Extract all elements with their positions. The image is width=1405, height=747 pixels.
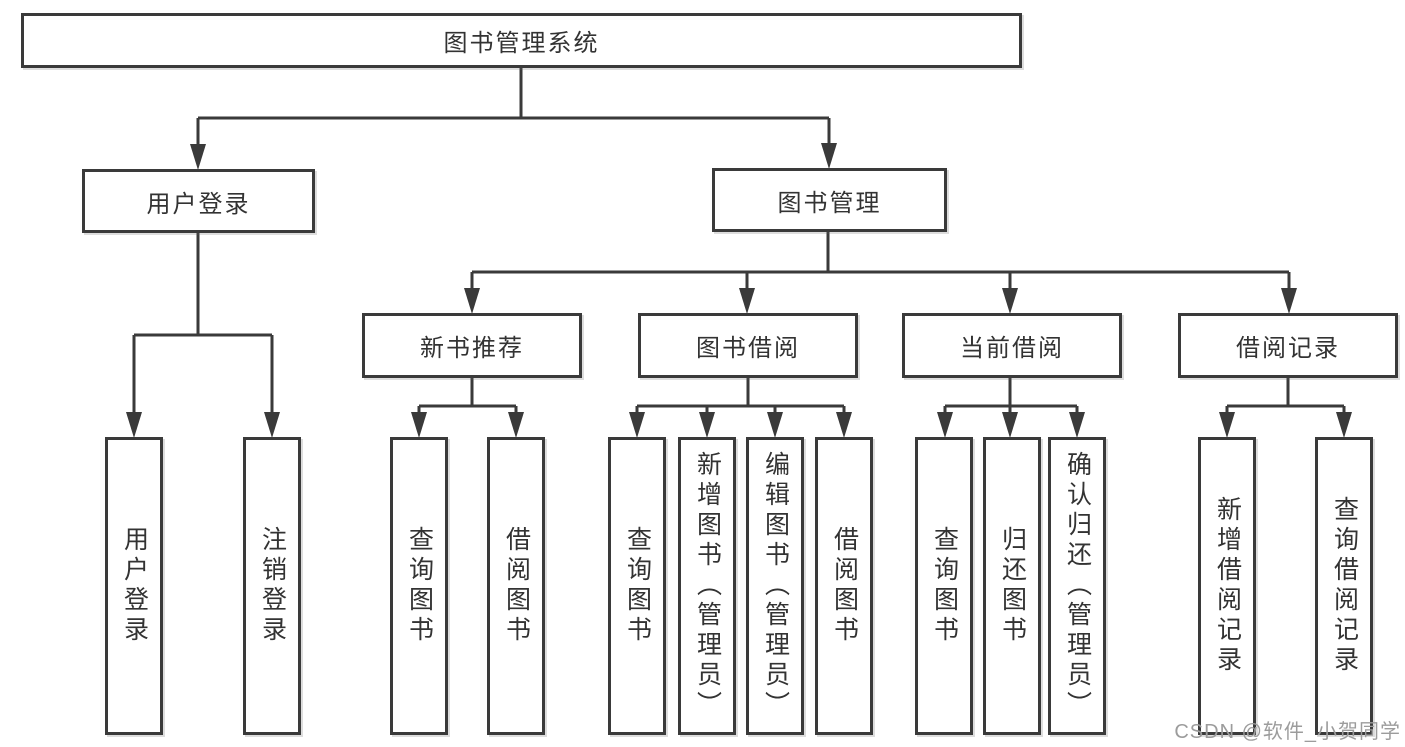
arrowhead-down-icon <box>629 412 645 438</box>
leaf-edit-book-admin: 编辑图书（管理员） <box>746 437 804 735</box>
connector-borrow-records-leaves <box>1219 378 1352 438</box>
leaf-add-borrow-record: 新增借阅记录 <box>1198 437 1256 735</box>
leaf-query-books-recommend-label: 查询图书 <box>405 526 434 646</box>
connector-line <box>196 68 831 146</box>
leaf-query-borrow-record: 查询借阅记录 <box>1315 437 1373 735</box>
leaf-confirm-return-admin-label: 确认归还（管理员） <box>1063 451 1092 721</box>
arrowhead-down-icon <box>1219 412 1235 438</box>
leaf-query-books-borrow: 查询图书 <box>608 437 666 735</box>
arrowhead-down-icon <box>1281 288 1297 314</box>
node-current-borrow: 当前借阅 <box>902 313 1122 378</box>
arrowhead-down-icon <box>1069 412 1085 438</box>
leaf-edit-book-admin-label: 编辑图书（管理员） <box>761 451 790 721</box>
leaf-user-login-label: 用户登录 <box>120 526 149 646</box>
connector-new-book-leaves <box>411 378 524 438</box>
leaf-query-borrow-record-label: 查询借阅记录 <box>1330 496 1359 676</box>
connector-book-borrow-leaves <box>629 378 852 438</box>
arrowhead-down-icon <box>264 412 280 438</box>
connector-line <box>132 233 274 414</box>
leaf-logout-label: 注销登录 <box>258 526 287 646</box>
connector-current-borrow-leaves <box>937 378 1085 438</box>
leaf-return-books: 归还图书 <box>983 437 1041 735</box>
connector-user-login-leaves <box>126 233 280 438</box>
arrowhead-down-icon <box>126 412 142 438</box>
arrowhead-down-icon <box>508 412 524 438</box>
arrowhead-down-icon <box>937 412 953 438</box>
leaf-borrow-books: 借阅图书 <box>815 437 873 735</box>
leaf-add-borrow-record-label: 新增借阅记录 <box>1213 496 1242 676</box>
leaf-query-books-borrow-label: 查询图书 <box>623 526 652 646</box>
connector-root-branches <box>190 68 837 170</box>
node-root: 图书管理系统 <box>21 13 1022 68</box>
node-book-borrow: 图书借阅 <box>638 313 858 378</box>
connector-book-management-groups <box>464 232 1297 314</box>
connector-line <box>1225 378 1346 414</box>
arrowhead-down-icon <box>821 143 837 169</box>
connector-line <box>943 378 1079 414</box>
node-borrow-records-label: 借阅记录 <box>1236 335 1340 362</box>
leaf-add-book-admin: 新增图书（管理员） <box>678 437 736 735</box>
node-book-management-branch: 图书管理 <box>712 168 947 232</box>
connector-line <box>470 232 1291 290</box>
arrowhead-down-icon <box>1336 412 1352 438</box>
node-current-borrow-label: 当前借阅 <box>960 335 1064 362</box>
arrowhead-down-icon <box>411 412 427 438</box>
leaf-query-books-current-label: 查询图书 <box>930 526 959 646</box>
connector-line <box>635 378 846 414</box>
leaf-borrow-books-recommend: 借阅图书 <box>487 437 545 735</box>
arrowhead-down-icon <box>464 288 480 314</box>
arrowhead-down-icon <box>767 412 783 438</box>
arrowhead-down-icon <box>1002 288 1018 314</box>
leaf-confirm-return-admin: 确认归还（管理员） <box>1048 437 1106 735</box>
leaf-user-login: 用户登录 <box>105 437 163 735</box>
arrowhead-down-icon <box>1002 412 1018 438</box>
node-book-borrow-label: 图书借阅 <box>696 335 800 362</box>
leaf-borrow-books-recommend-label: 借阅图书 <box>502 526 531 646</box>
leaf-return-books-label: 归还图书 <box>998 526 1027 646</box>
node-new-book-recommend: 新书推荐 <box>362 313 582 378</box>
arrowhead-down-icon <box>699 412 715 438</box>
node-book-management-branch-label: 图书管理 <box>777 189 882 217</box>
arrowhead-down-icon <box>739 288 755 314</box>
leaf-add-book-admin-label: 新增图书（管理员） <box>693 451 722 721</box>
watermark: CSDN @软件_小贺同学 <box>1174 721 1401 743</box>
leaf-borrow-books-label: 借阅图书 <box>830 526 859 646</box>
node-user-login-branch-label: 用户登录 <box>146 190 251 218</box>
node-borrow-records: 借阅记录 <box>1178 313 1398 378</box>
node-root-label: 图书管理系统 <box>443 30 600 57</box>
node-user-login-branch: 用户登录 <box>82 169 315 233</box>
arrowhead-down-icon <box>836 412 852 438</box>
arrowhead-down-icon <box>190 144 206 170</box>
node-new-book-recommend-label: 新书推荐 <box>420 335 524 362</box>
leaf-query-books-current: 查询图书 <box>915 437 973 735</box>
leaf-query-books-recommend: 查询图书 <box>390 437 448 735</box>
leaf-logout: 注销登录 <box>243 437 301 735</box>
connector-line <box>417 378 518 414</box>
